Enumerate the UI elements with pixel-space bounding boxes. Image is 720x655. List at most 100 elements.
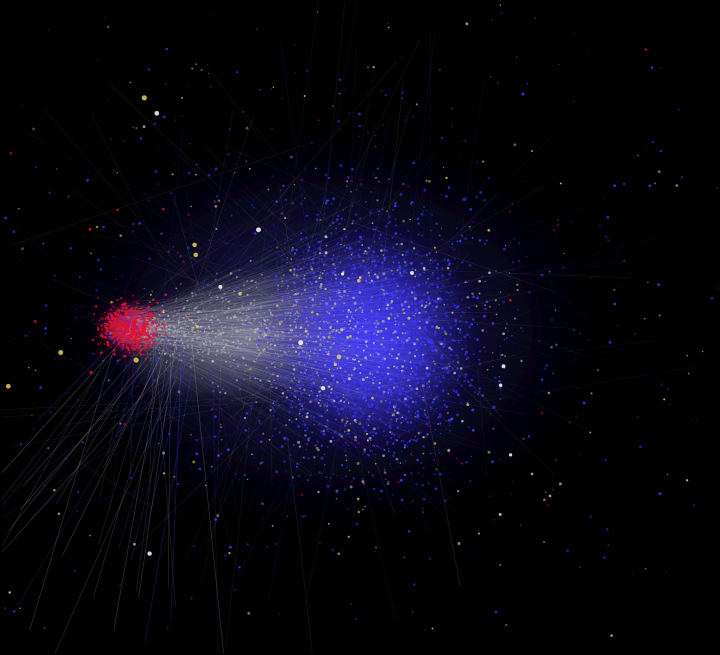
node xyxy=(339,129,341,131)
node xyxy=(404,300,407,304)
node xyxy=(265,326,268,330)
node xyxy=(347,336,350,339)
node xyxy=(382,254,385,256)
edge xyxy=(132,331,293,381)
node xyxy=(354,411,357,414)
node xyxy=(346,335,349,339)
node xyxy=(314,293,317,296)
node xyxy=(339,277,342,280)
node xyxy=(308,394,311,397)
node xyxy=(484,304,487,307)
node xyxy=(264,287,267,290)
node xyxy=(375,293,379,297)
node xyxy=(307,334,309,336)
node xyxy=(324,411,327,414)
node xyxy=(338,78,341,81)
node xyxy=(404,397,407,401)
node xyxy=(225,343,228,345)
edge xyxy=(279,374,525,414)
node xyxy=(276,353,279,355)
node xyxy=(331,329,335,333)
node xyxy=(381,302,383,304)
node xyxy=(456,305,460,308)
edge xyxy=(204,194,300,417)
node xyxy=(106,340,110,344)
node xyxy=(278,382,281,385)
node xyxy=(351,180,354,183)
node xyxy=(185,314,187,317)
node xyxy=(357,295,361,298)
node xyxy=(349,307,353,311)
node xyxy=(169,325,172,328)
node xyxy=(359,366,363,370)
edge xyxy=(126,325,329,398)
node xyxy=(361,292,364,295)
edge xyxy=(247,369,391,400)
node xyxy=(237,346,239,349)
node xyxy=(287,285,289,288)
node xyxy=(365,268,367,271)
node xyxy=(146,326,149,329)
edge xyxy=(187,302,342,436)
node xyxy=(320,300,323,302)
node xyxy=(290,328,294,332)
node xyxy=(117,309,120,312)
node xyxy=(306,329,309,331)
node xyxy=(478,362,482,366)
node xyxy=(398,322,401,324)
node xyxy=(409,286,413,289)
node xyxy=(467,380,470,383)
edge xyxy=(117,339,382,364)
node xyxy=(244,319,247,322)
node xyxy=(427,285,430,289)
edge xyxy=(125,332,354,362)
node xyxy=(305,262,309,266)
node xyxy=(253,232,257,235)
node xyxy=(319,430,323,433)
node xyxy=(345,459,348,462)
node xyxy=(230,326,233,328)
node xyxy=(382,278,386,282)
node xyxy=(175,300,177,302)
node xyxy=(185,325,187,327)
node xyxy=(211,295,213,297)
node xyxy=(392,307,395,310)
node xyxy=(485,239,488,242)
node xyxy=(331,358,334,361)
node xyxy=(325,302,329,306)
node xyxy=(197,351,200,354)
node xyxy=(367,271,370,274)
node xyxy=(187,325,190,327)
node xyxy=(339,306,342,310)
node xyxy=(310,336,312,338)
node xyxy=(327,395,329,397)
node xyxy=(303,363,306,366)
node xyxy=(356,331,360,334)
node xyxy=(297,281,300,284)
node xyxy=(271,342,273,344)
node xyxy=(351,481,353,483)
edge xyxy=(153,269,237,323)
edge xyxy=(136,303,418,346)
node xyxy=(331,221,335,225)
node xyxy=(388,357,390,360)
node xyxy=(196,305,199,308)
node xyxy=(414,321,417,325)
node xyxy=(227,344,229,346)
node xyxy=(200,311,202,314)
edge xyxy=(419,328,503,418)
node xyxy=(352,292,356,295)
node xyxy=(382,308,385,312)
node xyxy=(281,282,283,284)
edge xyxy=(115,316,481,340)
node xyxy=(118,312,121,315)
edge xyxy=(283,323,537,407)
node xyxy=(105,324,108,327)
node xyxy=(334,319,336,321)
node xyxy=(293,285,297,289)
node xyxy=(287,255,289,257)
node xyxy=(338,331,341,334)
node xyxy=(473,391,476,394)
node xyxy=(460,339,462,341)
node xyxy=(386,313,388,315)
